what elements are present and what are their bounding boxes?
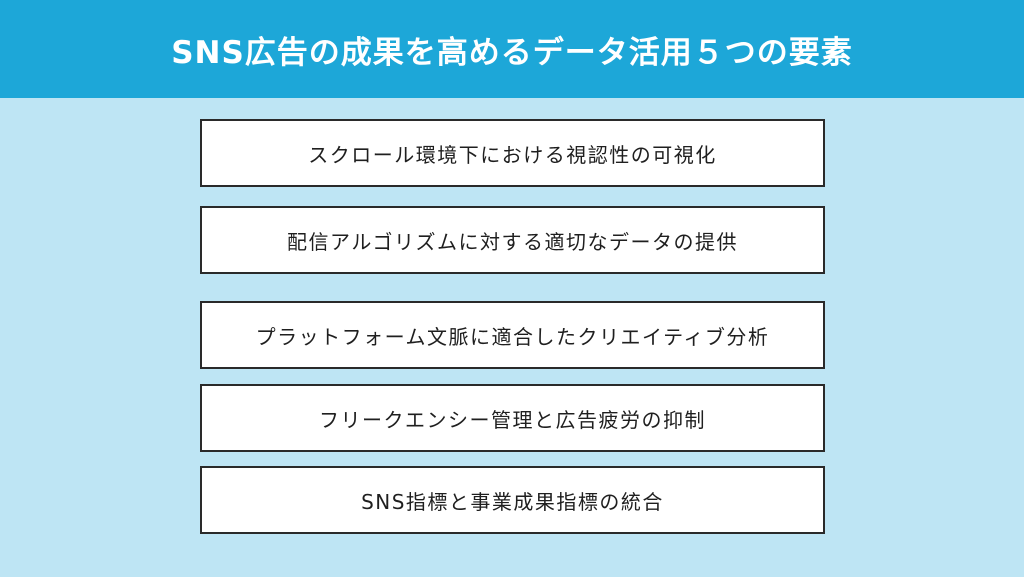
element-box-2: 配信アルゴリズムに対する適切なデータの提供: [200, 206, 825, 274]
element-box-3: プラットフォーム文脈に適合したクリエイティブ分析: [200, 301, 825, 369]
element-box-1: スクロール環境下における視認性の可視化: [200, 119, 825, 187]
page-title: SNS広告の成果を高めるデータ活用５つの要素: [171, 34, 853, 71]
element-label-5: SNS指標と事業成果指標の統合: [361, 489, 664, 514]
element-label-3: プラットフォーム文脈に適合したクリエイティブ分析: [255, 324, 770, 349]
element-label-2: 配信アルゴリズムに対する適切なデータの提供: [287, 229, 738, 254]
element-label-1: スクロール環境下における視認性の可視化: [308, 142, 717, 167]
element-box-4: フリークエンシー管理と広告疲労の抑制: [200, 384, 825, 452]
title-banner: SNS広告の成果を高めるデータ活用５つの要素: [0, 0, 1024, 98]
element-box-5: SNS指標と事業成果指標の統合: [200, 466, 825, 534]
element-label-4: フリークエンシー管理と広告疲労の抑制: [319, 407, 706, 432]
